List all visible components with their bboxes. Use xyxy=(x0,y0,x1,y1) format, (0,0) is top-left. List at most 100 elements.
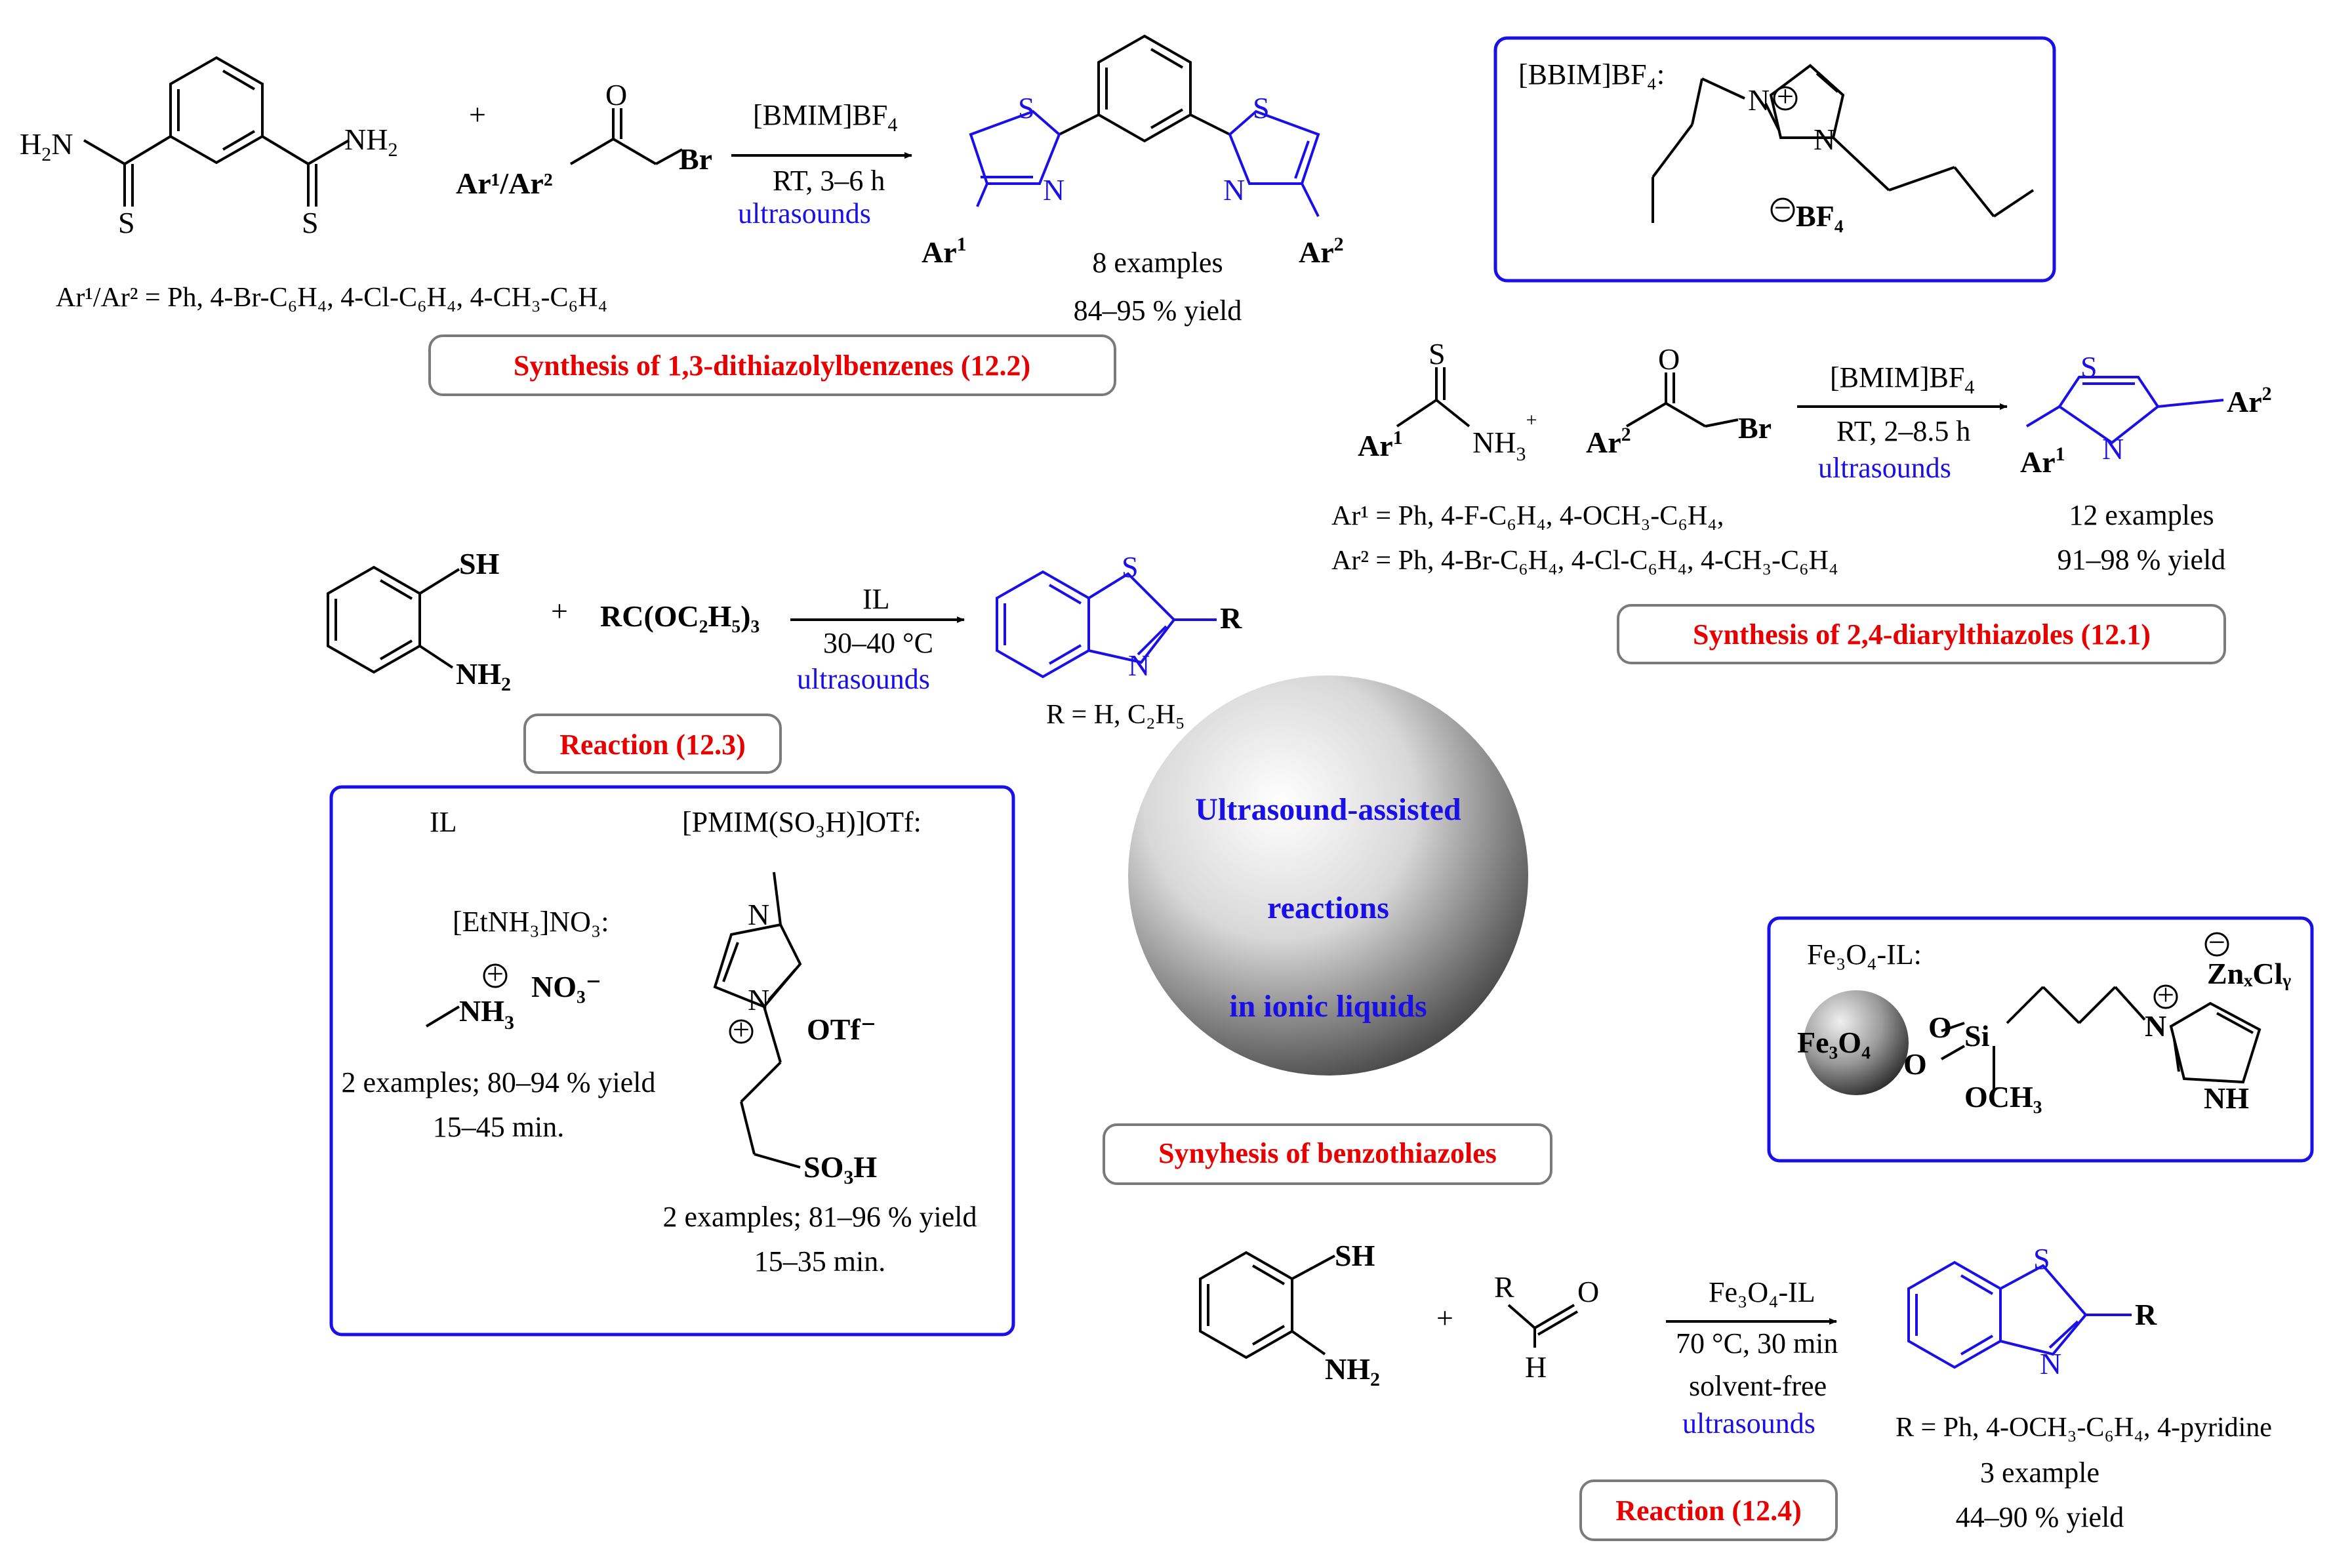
sulfur-label: S xyxy=(1429,337,1446,371)
ar1-label: Ar1 xyxy=(2020,443,2065,479)
title-12-1: Synthesis of 2,4-diarylthiazoles (12.1) xyxy=(1617,604,2226,664)
ar2-label: Ar2 xyxy=(1299,233,1344,269)
benzothiazole-12-4 xyxy=(1907,1260,2132,1369)
thiazole-n-label: N xyxy=(1128,649,1150,682)
ultrasounds-label: ultrasounds xyxy=(1682,1407,1815,1439)
substituents-line2: Ar² = Ph, 4-Br-C₆H₄, 4-Cl-C₆H₄, 4-CH₃-C₆… xyxy=(1331,546,1838,576)
thiazole-n-label: N xyxy=(1043,173,1064,207)
svg-text:Reaction (12.4): Reaction (12.4) xyxy=(1615,1495,1802,1527)
r-substituents: R = Ph, 4-OCH₃-C₆H₄, 4-pyridine xyxy=(1896,1413,2272,1443)
nh-label: NH xyxy=(2204,1081,2249,1115)
nanoparticle-core xyxy=(1804,990,1909,1095)
h2n-label: H2N xyxy=(20,127,73,165)
title-benzothiazoles: Synyhesis of benzothiazoles xyxy=(1103,1123,1552,1185)
plus-charge: + xyxy=(2157,978,2174,1011)
yield-label: 84–95 % yield xyxy=(1074,294,1242,327)
center-sphere: Ultrasound-assisted reactions in ionic l… xyxy=(1128,675,1528,1075)
nh2-label: NH2 xyxy=(1325,1352,1380,1390)
thiazole-rings-12-2 xyxy=(969,110,1320,217)
so3h-label: SO3H xyxy=(803,1150,877,1188)
benzothiazole-12-3 xyxy=(996,570,1217,679)
svg-text:Synyhesis of benzothiazoles: Synyhesis of benzothiazoles xyxy=(1158,1137,1497,1169)
yield-label: 91–98 % yield xyxy=(2058,544,2226,576)
r-substituents: R = H, C₂H₅ xyxy=(1046,700,1185,730)
nh3-label: NH3+ xyxy=(1472,409,1537,465)
no3-label: NO₃⁻ xyxy=(531,970,601,1003)
nh2-label: NH2 xyxy=(456,657,511,695)
silicon-label: Si xyxy=(1964,1019,1990,1053)
solvent-free-label: solvent-free xyxy=(1689,1370,1827,1402)
plus-sign: + xyxy=(1436,1301,1453,1335)
time-1: 15–45 min. xyxy=(433,1111,564,1143)
time-label: RT, 3–6 h xyxy=(773,165,885,197)
bbim-box: [BBIM]BF₄: N + N − BF₄ xyxy=(1493,36,2056,283)
oxygen-label: O xyxy=(1903,1047,1927,1081)
thiazole-ring-12-1 xyxy=(2025,376,2224,445)
otf-label: OTf⁻ xyxy=(807,1013,876,1046)
reaction-12-1-text: S Ar1 NH3+ O Ar2 Br [BMIM]BF4 RT, 2–8.5 … xyxy=(1331,337,2272,576)
temp-label: 30–40 °C xyxy=(823,627,933,659)
plus-sign: + xyxy=(469,98,486,131)
sulfur-label: S xyxy=(118,206,135,239)
reaction-12-3-text: SH NH2 + RC(OC₂H₅)₃ IL 30–40 °C ultrasou… xyxy=(456,547,1242,730)
catalyst-label: Fe₃O₄-IL xyxy=(1709,1276,1815,1308)
ar1-label: Ar1 xyxy=(922,233,967,269)
ar2-label: Ar2 xyxy=(2227,383,2272,418)
plus-charge: + xyxy=(733,1013,750,1046)
time-2: 15–35 min. xyxy=(754,1245,885,1277)
title-12-2: Synthesis of 1,3-dithiazolylbenzenes (12… xyxy=(428,334,1116,396)
pmim-label: [PMIM(SO₃H)]OTf: xyxy=(682,806,922,838)
bf4-label: BF₄ xyxy=(1796,199,1844,233)
reaction-12-1 xyxy=(1396,367,2008,428)
thiazole-s-label: S xyxy=(1018,91,1035,125)
n-plus-label: N xyxy=(1748,83,1770,117)
plus-sign: + xyxy=(551,594,568,628)
center-line3: in ionic liquids xyxy=(1229,989,1427,1024)
conditions-label: 70 °C, 30 min xyxy=(1676,1327,1838,1359)
thiazole-n-label: N xyxy=(2040,1347,2061,1380)
thiazole-s-label: S xyxy=(2033,1242,2050,1276)
h-label: H xyxy=(1525,1350,1547,1384)
reaction-12-3 xyxy=(327,565,965,674)
reaction-12-4-text: SH NH2 + R O H Fe₃O₄-IL 70 °C, 30 min so… xyxy=(1325,1239,2272,1533)
il-heading: IL xyxy=(430,806,457,838)
oxygen-label: O xyxy=(1577,1275,1599,1308)
ar2-label: Ar2 xyxy=(1586,424,1631,459)
etnh3-label: [EtNH₃]NO₃: xyxy=(453,906,609,938)
ar-reagent-label: Ar¹/Ar² xyxy=(456,167,553,200)
examples-label: 12 examples xyxy=(2069,499,2214,531)
ar1-label: Ar1 xyxy=(1358,427,1403,462)
reaction-12-2 xyxy=(83,34,1230,207)
product-benzene-ring xyxy=(1097,34,1192,143)
reaction-12-4 xyxy=(1199,1251,1837,1359)
ultrasounds-label: ultrasounds xyxy=(738,197,871,230)
examples-label: 8 examples xyxy=(1092,247,1223,279)
time-label: RT, 2–8.5 h xyxy=(1836,415,1970,447)
oxygen-label: O xyxy=(605,78,627,111)
thiazole-s-label: S xyxy=(1122,550,1139,584)
anion-label: ZnₓClᵧ xyxy=(2207,957,2291,990)
minus-charge: − xyxy=(2208,925,2225,959)
fe3o4-box: Fe₃O₄-IL: Fe₃O₄ O O Si OCH₃ N + NH − Znₓ… xyxy=(1767,916,2314,1163)
minus-charge: − xyxy=(1774,191,1791,224)
n-plus-label: N xyxy=(748,983,769,1016)
bromine-label: Br xyxy=(679,142,712,176)
il-label: IL xyxy=(862,583,890,615)
reaction-12-2-text: H2N NH2 S S + O Br Ar¹/Ar² [BMIM]BF4 RT,… xyxy=(20,78,1344,327)
nh3-label: NH3 xyxy=(459,994,514,1034)
title-12-3: Reaction (12.3) xyxy=(523,714,782,774)
plus-charge: + xyxy=(487,957,504,990)
n-plus-label: N xyxy=(2145,1009,2166,1043)
yield-label: 44–90 % yield xyxy=(1956,1501,2124,1533)
ultrasounds-label: ultrasounds xyxy=(1818,452,1951,484)
oxygen-label: O xyxy=(1928,1011,1952,1044)
thiazole-s-label: S xyxy=(1253,91,1270,125)
title-12-4: Reaction (12.4) xyxy=(1579,1479,1838,1541)
bbim-label: [BBIM]BF₄: xyxy=(1518,58,1665,90)
thiazole-n-label: N xyxy=(2102,432,2124,466)
substituents-label: Ar¹/Ar² = Ph, 4-Br-C₆H₄, 4-Cl-C₆H₄, 4-CH… xyxy=(56,283,607,313)
och3-label: OCH₃ xyxy=(1964,1080,2042,1114)
center-line1: Ultrasound-assisted xyxy=(1195,792,1461,827)
